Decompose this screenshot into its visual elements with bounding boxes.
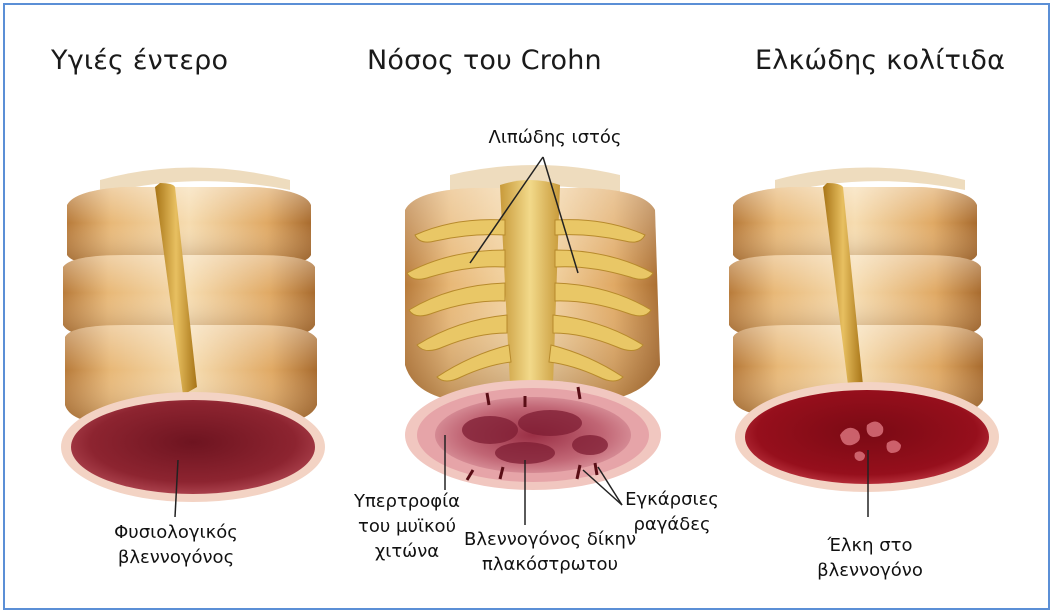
colitis-mucosa	[745, 390, 989, 484]
title-healthy-bowel: Υγιές έντερο	[51, 45, 228, 76]
label-cobblestone-mucosa: Βλεννογόνος δίκην πλακόστρωτου	[460, 527, 640, 577]
label-mucosal-ulcers: Έλκη στο βλεννογόνο	[805, 533, 935, 583]
figure-frame: Υγιές έντερο Νόσος του Crohn Ελκώδης κολ…	[3, 3, 1050, 610]
healthy-mucosa	[71, 400, 315, 494]
label-physiological-mucosa: Φυσιολογικός βλεννογόνος	[91, 520, 261, 570]
label-muscle-hypertrophy: Υπερτροφία του μυϊκού χιτώνα	[342, 489, 472, 564]
healthy-bowel	[61, 168, 325, 518]
label-transverse-fissures: Εγκάρσιες ραγάδες	[617, 487, 727, 537]
title-crohn-disease: Νόσος του Crohn	[367, 45, 602, 76]
title-ulcerative-colitis: Ελκώδης κολίτιδα	[755, 45, 1005, 76]
crohn-bowel	[405, 157, 661, 525]
colitis-bowel	[729, 168, 999, 518]
label-fatty-tissue: Λιπώδης ιστός	[475, 125, 635, 150]
